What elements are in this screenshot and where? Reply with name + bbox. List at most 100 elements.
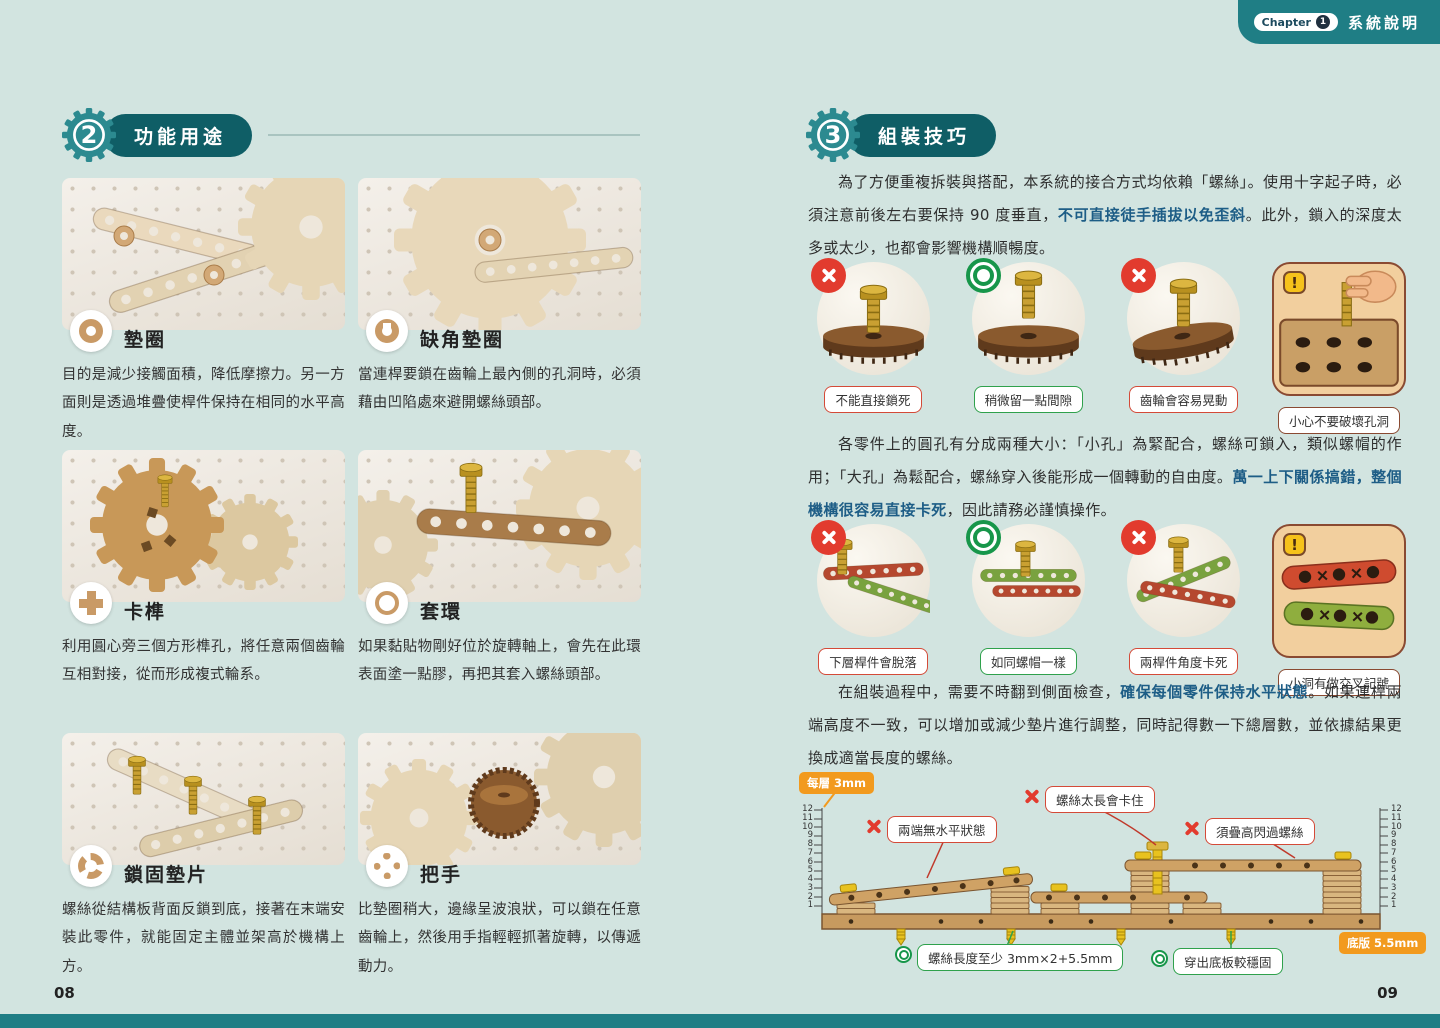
caption-label: 缺角墊圈	[420, 328, 505, 351]
item-collar: 套環 如果黏貼物剛好位於旋轉軸上，會先在此環表面塗一點膠，再把其套入螺絲頭部。	[358, 450, 641, 690]
section-number: 2	[80, 121, 98, 149]
demo-correct-gap: 稍微留一點間隙	[961, 258, 1095, 434]
demo-image	[965, 258, 1085, 375]
item-desc: 目的是減少接觸面積，降低摩擦力。另一方面則是透過堆疊使桿件保持在相同的水平高度。	[62, 367, 345, 440]
item-handle: 把手 比墊圈稍大，邊緣呈波浪狀，可以鎖在任意齒輪上，然後用手指輕輕抓著旋轉，以傳…	[358, 733, 641, 981]
x-mark-icon	[810, 258, 846, 293]
item-desc: 如果黏貼物剛好位於旋轉軸上，會先在此環表面塗一點膠，再把其套入螺絲頭部。	[358, 639, 641, 684]
demo-caution-holes: ! 小心不要破壞孔洞	[1271, 262, 1406, 434]
section-header-assembly: 3 組裝技巧	[806, 108, 1406, 162]
section-number: 3	[824, 121, 842, 149]
demo-label: 齒輪會容易晃動	[1128, 386, 1239, 413]
item-tenon: 卡榫 利用圓心旁三個方形榫孔，將任意兩個齒輪互相對接，從而形成複式輪系。	[62, 450, 345, 690]
notched-washer-icon	[366, 310, 408, 352]
item-locking-washer: 鎖固墊片 螺絲從結構板背面反鎖到底，接著在末端安裝此零件，就能固定主體並架高於機…	[62, 733, 345, 981]
o-mark-icon	[965, 520, 1001, 555]
item-desc: 螺絲從結構板背面反鎖到底，接著在末端安裝此零件，就能固定主體並架高於機構上方。	[62, 902, 345, 975]
alert-icon: !	[1282, 533, 1306, 556]
page-number-left: 08	[54, 984, 75, 1002]
caption: 把手	[358, 845, 641, 887]
o-mark-icon	[895, 946, 912, 963]
baseboard-tag: 底版 5.5mm	[1339, 932, 1427, 954]
highlight-text: 確保每個零件保持水平狀態	[1120, 683, 1309, 701]
chapter-number-icon: 1	[1315, 15, 1330, 29]
demo-image	[1121, 258, 1241, 375]
caption-label: 卡榫	[124, 600, 167, 623]
x-mark-icon	[1121, 258, 1157, 293]
collar-ring-icon	[366, 582, 408, 624]
photo-locking-washer	[62, 733, 345, 865]
chapter-pill: Chapter 1	[1253, 13, 1338, 31]
photo-tenon	[62, 450, 345, 602]
section-title: 功能用途	[104, 113, 253, 157]
paragraph-2: 各零件上的圓孔有分成兩種大小：「小孔」為緊配合，螺絲可鎖入，類似螺帽的作用；「大…	[808, 435, 1402, 519]
demo-row-links: 下層桿件會脫落 如同螺帽一樣 兩桿件角度	[806, 520, 1406, 696]
caption-label: 套環	[420, 600, 463, 623]
demo-image	[965, 520, 1085, 637]
demo-wrong-drop: 下層桿件會脫落	[806, 520, 940, 696]
demo-label: 下層桿件會脫落	[818, 648, 928, 675]
section-gear-icon: 2	[62, 108, 116, 162]
x-mark-icon	[1183, 820, 1200, 837]
caution-card: !	[1271, 262, 1406, 396]
demo-label: 稍微留一點間隙	[973, 386, 1084, 413]
bottom-accent-bar	[0, 1014, 1440, 1028]
caption: 套環	[358, 582, 641, 624]
assembly-diagram-graphic	[814, 789, 1388, 952]
caption: 鎖固墊片	[62, 845, 345, 887]
washer-icon	[70, 310, 112, 352]
x-mark-icon	[1023, 788, 1040, 805]
diagram-ok-1: 螺絲長度至少 3mm×2+5.5mm	[895, 944, 1124, 971]
demo-label: 不能直接鎖死	[824, 386, 922, 413]
demo-label: 小洞有做交叉記號	[1277, 669, 1400, 696]
item-notched-washer: 缺角墊圈 當連桿要鎖在齒輪上最內側的孔洞時，必須藉由凹陷處來避開螺絲頭部。	[358, 178, 641, 418]
section-divider	[268, 134, 640, 136]
paragraph-1: 為了方便重複拆裝與搭配，本系統的接合方式均依賴「螺絲」。使用十字起子時，必須注意…	[808, 173, 1402, 257]
demo-correct-nut: 如同螺帽一樣	[961, 520, 1095, 696]
tenon-cross-icon	[70, 582, 112, 624]
caption-label: 把手	[420, 863, 463, 886]
caption: 缺角墊圈	[358, 310, 641, 352]
highlight-text: 不可直接徒手插拔以免歪斜	[1057, 206, 1246, 224]
page-number-right: 09	[1377, 984, 1398, 1002]
photo-notched-washer	[358, 178, 641, 330]
demo-row-screws: 不能直接鎖死 稍微留一點間隙 齒輪會容易晃動	[806, 258, 1406, 434]
section-header-functions: 2 功能用途	[62, 108, 640, 162]
demo-wrong-tight: 不能直接鎖死	[806, 258, 940, 434]
photo-washer	[62, 178, 345, 330]
demo-label: 如同螺帽一樣	[979, 648, 1077, 675]
diagram-error-3: 須疊高閃過螺絲	[1183, 818, 1315, 845]
layer-height-tag: 每層 3mm	[799, 772, 874, 794]
item-desc: 比墊圈稍大，邊緣呈波浪狀，可以鎖在任意齒輪上，然後用手指輕輕抓著旋轉，以傳遞動力…	[358, 902, 641, 975]
item-desc: 當連桿要鎖在齒輪上最內側的孔洞時，必須藉由凹陷處來避開螺絲頭部。	[358, 367, 641, 412]
demo-caution-marks: ! 小洞有做交叉記號	[1271, 524, 1406, 696]
stacking-diagram: 12 11 10 9 8 7 6 5 4 3 2 1 12 11 10 9 8 …	[795, 772, 1427, 990]
o-mark-icon	[965, 258, 1001, 293]
x-mark-icon	[810, 520, 846, 555]
chapter-title: 系統說明	[1347, 13, 1420, 32]
demo-label: 小心不要破壞孔洞	[1277, 407, 1400, 434]
chapter-label: Chapter	[1261, 15, 1311, 29]
item-desc: 利用圓心旁三個方形榫孔，將任意兩個齒輪互相對接，從而形成複式輪系。	[62, 639, 345, 684]
highlight-text: 萬一上下關係搞錯，整個機構很容易直接卡死	[808, 468, 1402, 519]
diagram-error-1: 兩端無水平狀態	[865, 816, 997, 843]
x-mark-icon	[865, 818, 882, 835]
o-mark-icon	[1151, 950, 1168, 967]
ruler-numbers-right: 12 11 10 9 8 7 6 5 4 3 2 1	[1391, 804, 1402, 911]
alert-icon: !	[1282, 271, 1306, 294]
caption: 墊圈	[62, 310, 345, 352]
demo-wrong-wobble: 齒輪會容易晃動	[1117, 258, 1251, 434]
ruler-numbers-left: 12 11 10 9 8 7 6 5 4 3 2 1	[802, 804, 813, 911]
paragraph-3: 在組裝過程中，需要不時翻到側面檢查，確保每個零件保持水平狀態。如果連桿兩端高度不…	[808, 683, 1403, 767]
x-mark-icon	[1121, 520, 1157, 555]
demo-image	[810, 258, 930, 375]
item-washer: 墊圈 目的是減少接觸面積，降低摩擦力。另一方面則是透過堆疊使桿件保持在相同的水平…	[62, 178, 345, 446]
demo-image	[810, 520, 930, 637]
photo-collar	[358, 450, 641, 602]
section-title: 組裝技巧	[848, 113, 997, 157]
diagram-error-2: 螺絲太長會卡住	[1023, 786, 1155, 813]
chapter-tab: Chapter 1 系統說明	[1237, 0, 1440, 44]
caption-label: 墊圈	[124, 328, 167, 351]
section-gear-icon: 3	[806, 108, 860, 162]
handle-icon	[366, 845, 408, 887]
